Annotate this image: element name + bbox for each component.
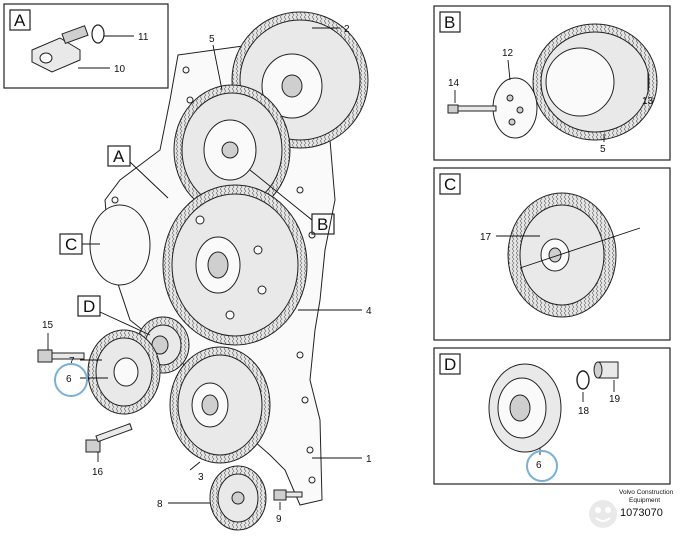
bracket-10: [31, 37, 81, 73]
label-7: 7: [69, 356, 75, 367]
label-5: 5: [209, 34, 215, 45]
label-13: 13: [642, 96, 654, 107]
label-19: 19: [609, 394, 621, 405]
svg-text:D: D: [83, 297, 95, 316]
callout-c: C: [59, 233, 100, 255]
main-view: 2 5 4 1 3 8 9 15 16 7 6: [37, 11, 372, 531]
detail-c: C 17: [433, 167, 671, 341]
label-8: 8: [157, 499, 163, 510]
bolt-15: [37, 349, 85, 363]
label-4: 4: [366, 306, 372, 317]
main-leaders: 2 5 4 1 3 8 9 15 16 7 6: [42, 24, 372, 525]
watermark-logo-icon: [589, 500, 617, 528]
label-2: 2: [344, 24, 350, 35]
label-15: 15: [42, 320, 54, 331]
detail-b-letter: B: [444, 13, 455, 32]
highlight-circle-6-main: [54, 363, 88, 397]
fitting-11: [61, 24, 105, 45]
label-17: 17: [480, 232, 492, 243]
label-18: 18: [578, 406, 590, 417]
svg-text:B: B: [317, 215, 328, 234]
label-6-detail-d: 6: [536, 460, 542, 471]
detail-d-letter: D: [444, 355, 456, 374]
label-1: 1: [366, 454, 372, 465]
damper-6: [488, 363, 562, 453]
plate-12: [492, 77, 538, 139]
label-5-detail-b: 5: [600, 144, 606, 155]
svg-text:A: A: [113, 147, 125, 166]
crankshaft-gear: [162, 184, 308, 346]
gear-17: [507, 192, 617, 318]
detail-d: D 18 19 6: [433, 347, 671, 485]
svg-text:C: C: [65, 235, 77, 254]
highlight-circle-6-detail: [526, 450, 558, 482]
label-11: 11: [138, 32, 149, 43]
bushing-19: [593, 361, 619, 379]
ring-gear-b: [532, 23, 658, 141]
callout-a: A: [107, 145, 169, 199]
lower-idler-gear: [169, 346, 271, 464]
label-9: 9: [276, 514, 282, 525]
bolt-9: [273, 489, 303, 501]
brand-block: Volvo Construction Equipment 1073070: [589, 489, 674, 528]
callout-b: B: [249, 169, 335, 235]
bolt-14: [447, 104, 497, 114]
drawing-number: 1073070: [620, 507, 663, 519]
callout-d: D: [77, 295, 151, 336]
label-12: 12: [502, 48, 514, 59]
brand-line-1: Volvo Construction: [619, 489, 674, 496]
bolt-16: [85, 423, 133, 453]
label-10: 10: [114, 64, 126, 75]
label-16: 16: [92, 467, 104, 478]
detail-a-letter: A: [14, 11, 26, 30]
label-3: 3: [198, 472, 204, 483]
detail-a: A 11 10: [3, 3, 169, 89]
brand-line-2: Equipment: [629, 497, 660, 504]
label-14: 14: [448, 78, 460, 89]
oring-18: [576, 370, 590, 390]
gear-with-damper: [87, 329, 161, 415]
detail-c-letter: C: [444, 175, 456, 194]
idler-gear-upper: [173, 84, 291, 216]
label-6: 6: [66, 374, 72, 385]
bottom-gear: [209, 465, 267, 531]
seal-ring-c: [89, 204, 151, 286]
detail-b: B 12 14 13 5: [433, 5, 671, 161]
